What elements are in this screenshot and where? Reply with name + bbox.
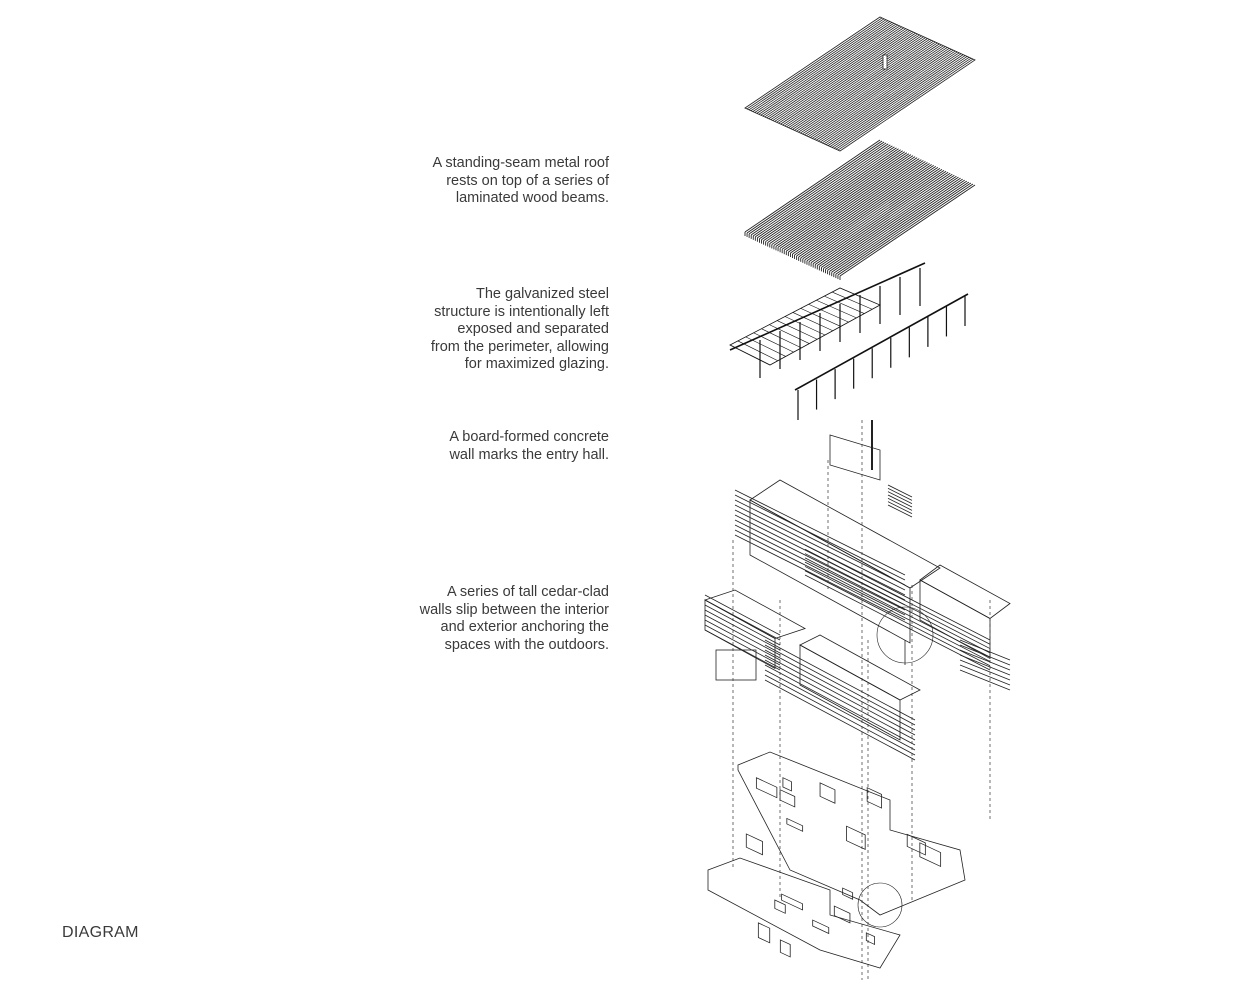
walls-layer: [705, 420, 1010, 760]
projection-guides: [733, 420, 990, 980]
wood-beams: [745, 140, 975, 280]
metal-roof: [745, 17, 975, 151]
floor-plan: [708, 752, 965, 968]
steel-structure: [730, 263, 968, 420]
